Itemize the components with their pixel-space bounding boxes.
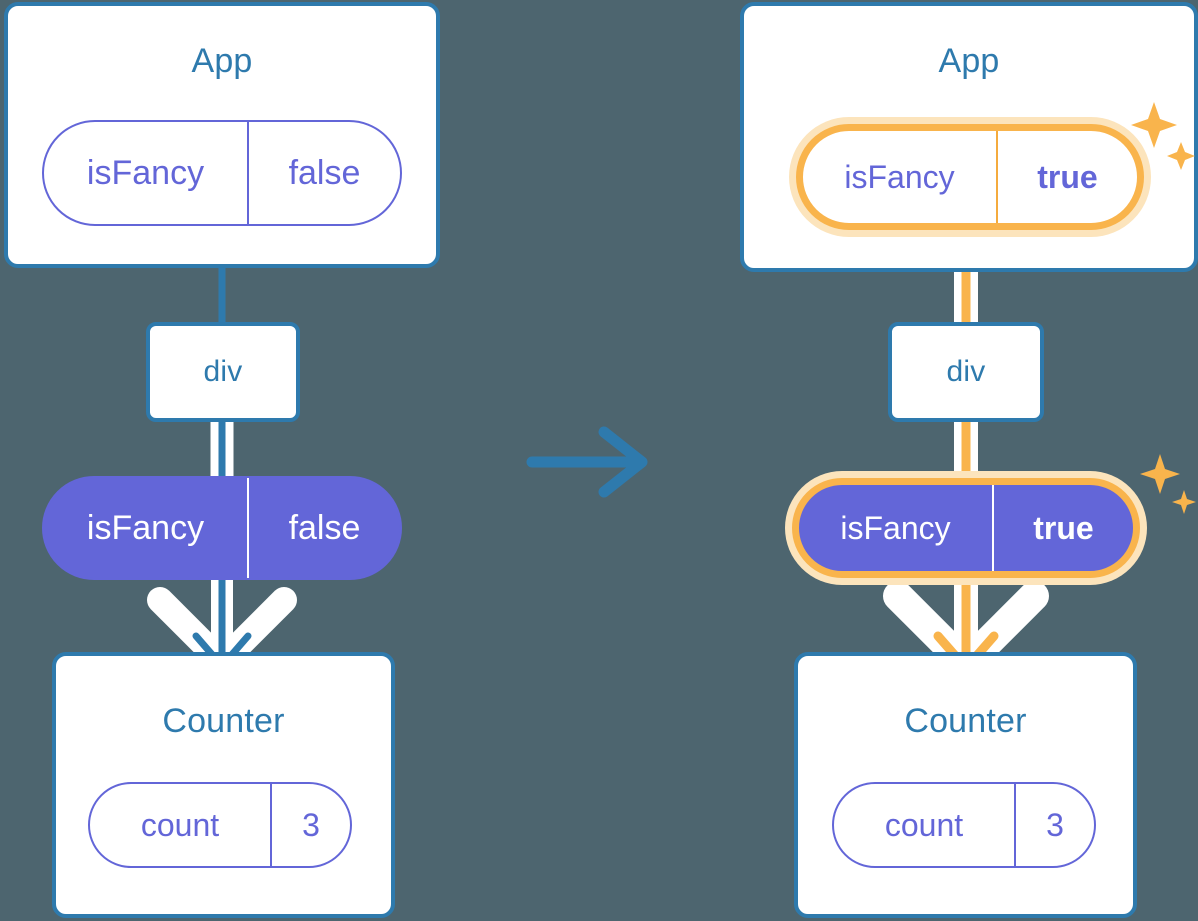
app-title-before: App xyxy=(191,42,253,80)
app-state-key-before: isFancy xyxy=(86,154,205,192)
app-state-pill-before: isFancy false xyxy=(42,120,402,226)
prop-key-before: isFancy xyxy=(86,509,205,547)
counter-title-before: Counter xyxy=(162,702,285,740)
counter-state-key-before: count xyxy=(140,807,220,843)
prop-value-after: true xyxy=(992,485,1133,571)
counter-state-key-after: count xyxy=(884,807,964,843)
app-title-after: App xyxy=(938,42,1000,80)
counter-state-pill-after: count 3 xyxy=(832,782,1096,868)
transition-arrow-icon xyxy=(526,426,648,498)
prop-key-after: isFancy xyxy=(840,510,951,546)
render-arrow-left xyxy=(185,555,259,677)
div-box-after xyxy=(888,322,1044,422)
div-title-after: div xyxy=(946,355,986,388)
app-state-pill-after: isFancy true xyxy=(796,124,1144,230)
app-state-value-before: false xyxy=(247,122,400,224)
counter-state-pill-before: count 3 xyxy=(88,782,352,868)
counter-box-before: Counter xyxy=(52,652,395,918)
prop-pill-after: isFancy true xyxy=(792,478,1140,578)
counter-state-value-before: 3 xyxy=(270,784,350,866)
prop-pill-before: isFancy false xyxy=(42,476,402,580)
prop-value-before: false xyxy=(247,478,400,578)
app-state-key-after: isFancy xyxy=(844,159,955,195)
div-title-before: div xyxy=(203,355,243,388)
counter-state-value-after: 3 xyxy=(1014,784,1094,866)
div-box-before xyxy=(146,322,300,422)
app-state-value-after: true xyxy=(996,131,1137,223)
counter-title-after: Counter xyxy=(904,702,1027,740)
